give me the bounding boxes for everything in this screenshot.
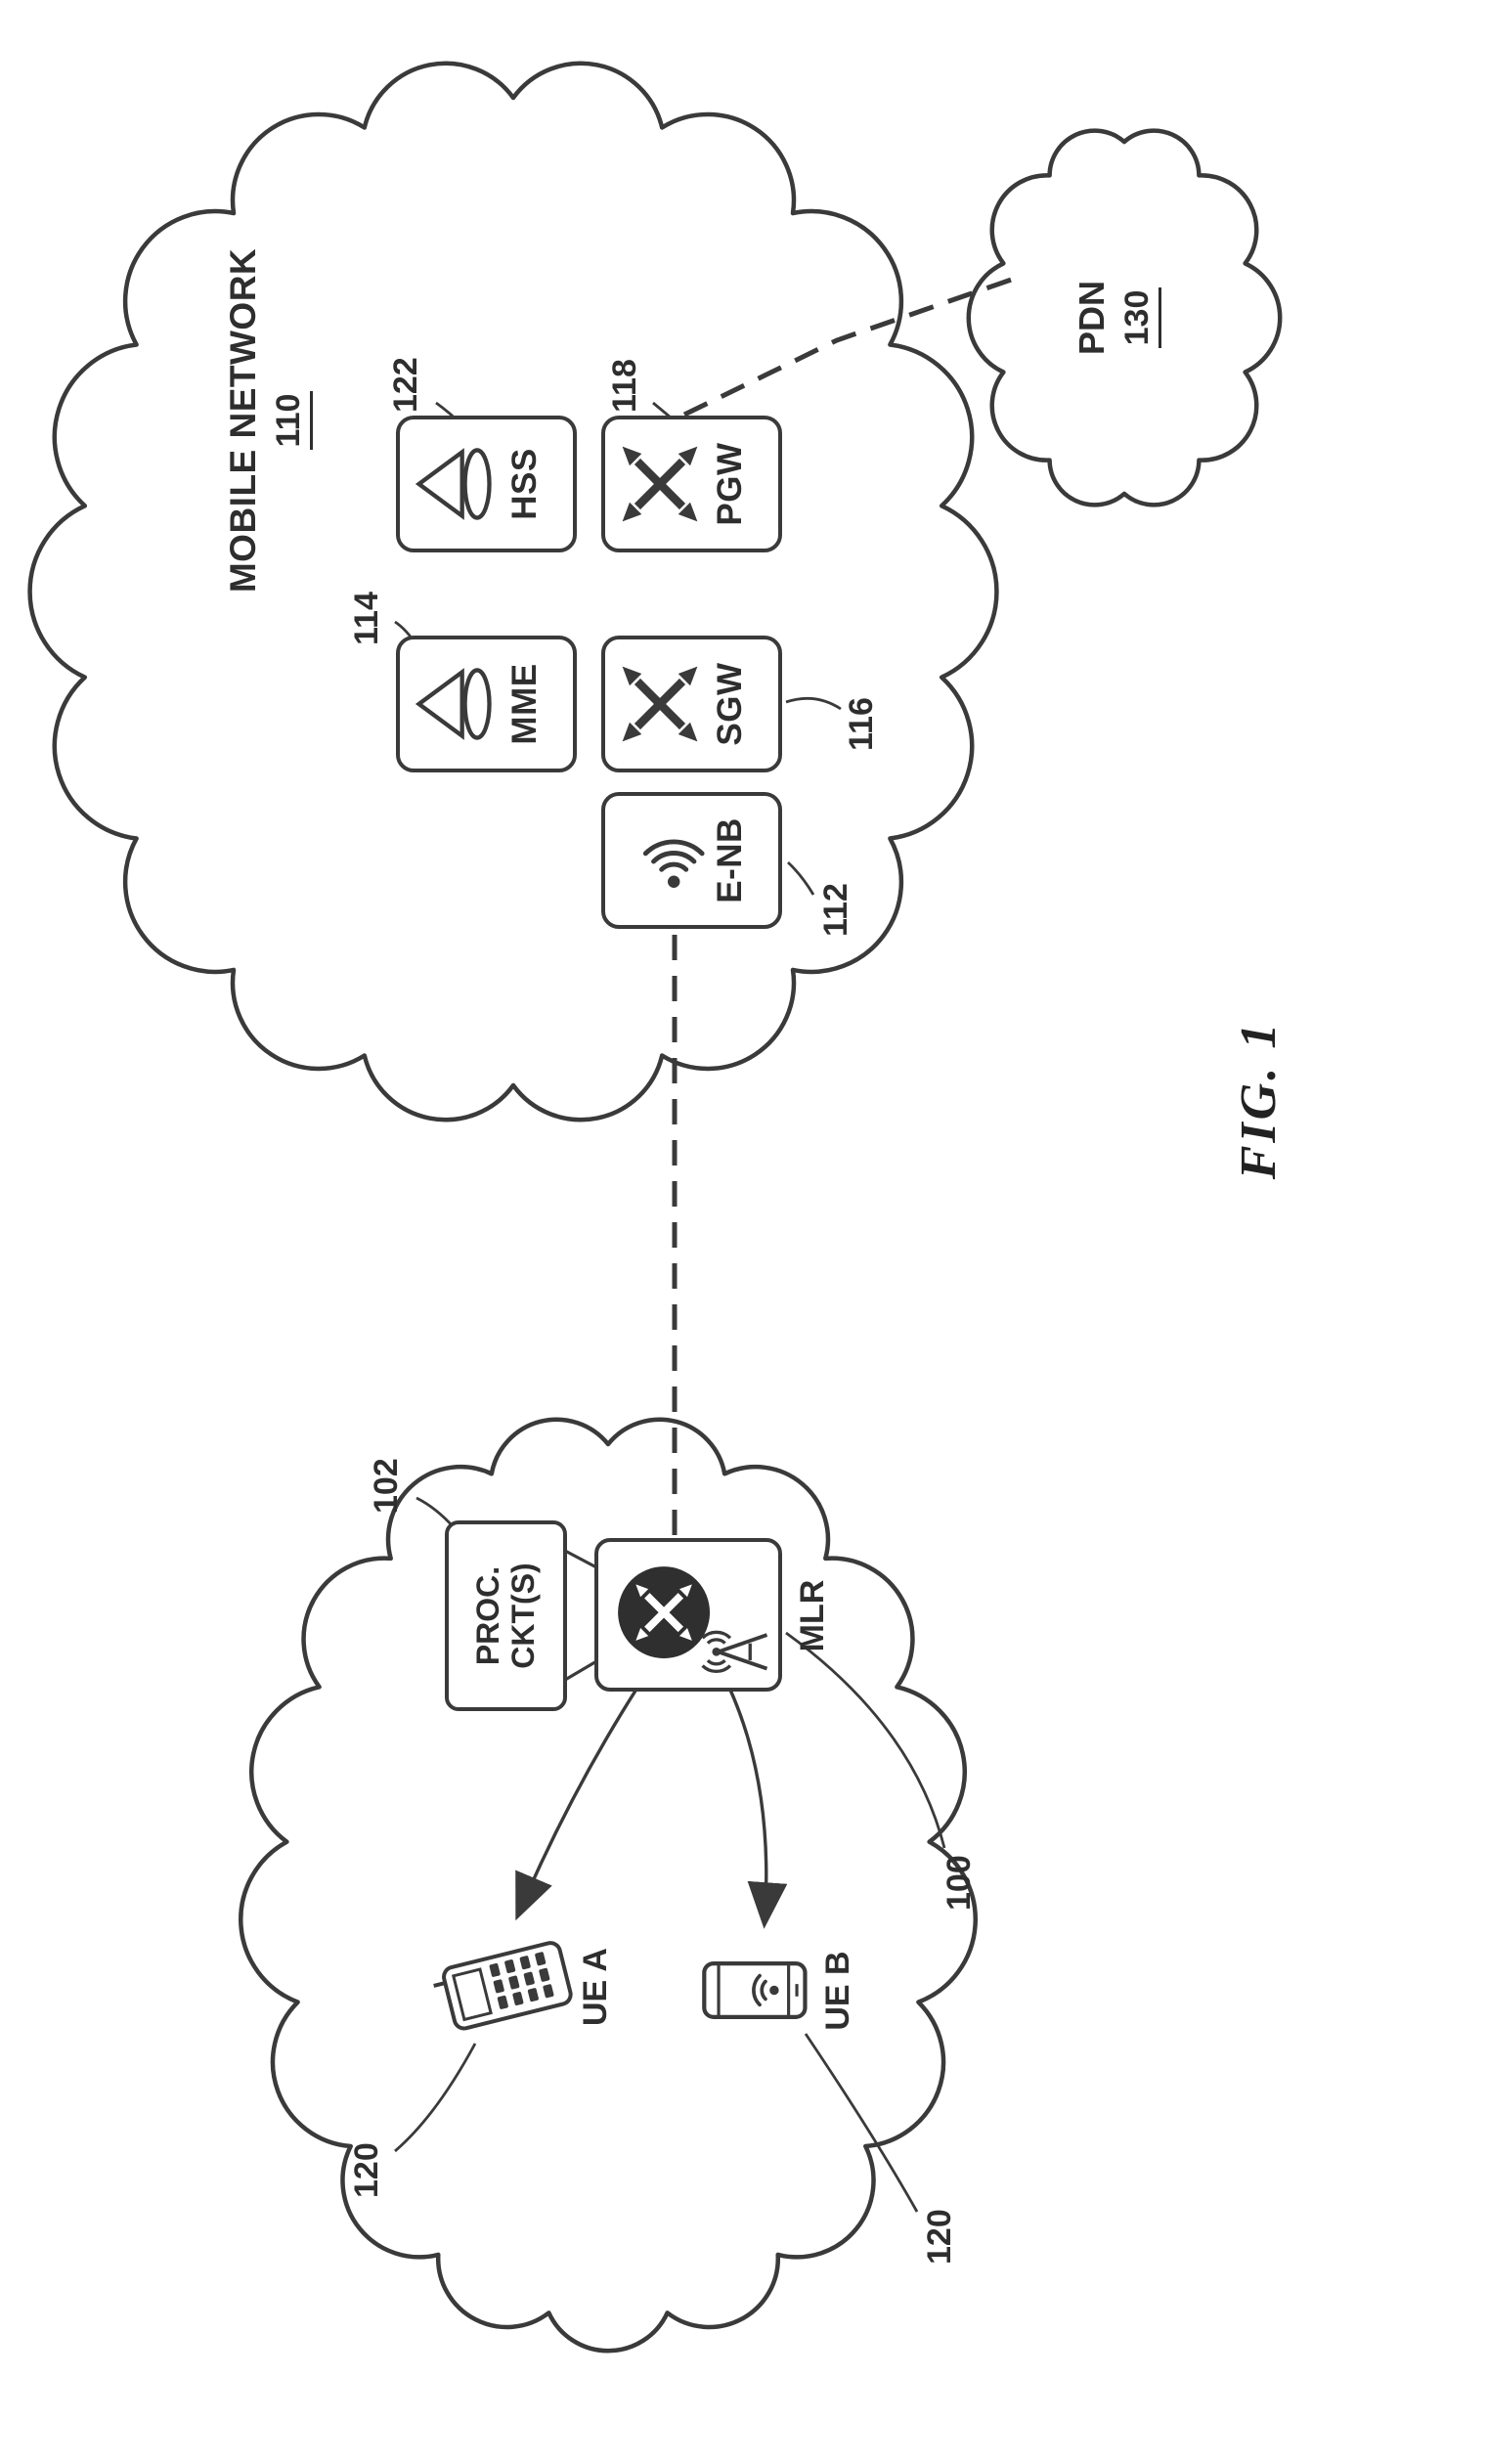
subscriber-server-icon xyxy=(415,448,492,520)
subscriber-server-icon xyxy=(415,668,492,740)
mme-label: MME xyxy=(505,663,544,745)
ref-122: 122 xyxy=(387,357,424,413)
ref-102: 102 xyxy=(368,1458,405,1514)
serving-gateway-switch-icon xyxy=(622,666,698,742)
smartphone-icon xyxy=(702,1961,808,2019)
ue-a-label: UE A xyxy=(577,1948,614,2026)
antenna-icon xyxy=(701,1630,768,1673)
enb-node: E-NB xyxy=(601,792,782,929)
ref-112: 112 xyxy=(817,883,854,937)
mobile-network-ref: 110 xyxy=(270,215,313,626)
mlr-label: MLR xyxy=(794,1579,831,1652)
figure-caption: FIG. 1 xyxy=(1231,1020,1287,1180)
mobile-network-title: MOBILE NETWORK xyxy=(223,247,263,594)
ue-b-label: UE B xyxy=(819,1951,856,2031)
pdn-cloud xyxy=(966,128,1283,507)
mlr-node xyxy=(594,1538,782,1692)
leader-100 xyxy=(785,1631,946,1849)
leader-120b xyxy=(804,2033,919,2213)
ue-b-device xyxy=(700,1942,813,2040)
feature-phone-icon xyxy=(433,1941,573,2031)
sgw-label: SGW xyxy=(711,662,749,746)
proc-mlr-connector-left xyxy=(564,1658,599,1682)
ref-130: 130 xyxy=(1118,286,1161,349)
ref-114: 114 xyxy=(348,592,385,645)
pdn-label: PDN xyxy=(1072,281,1112,356)
proc-label-line1: PROC. xyxy=(469,1565,505,1666)
ref-120-ueb: 120 xyxy=(921,2209,958,2265)
mlr-to-uea-arrow xyxy=(515,1687,639,1921)
pgw-pdn-dashed-link xyxy=(682,275,1018,418)
mme-node: MME xyxy=(396,636,577,772)
ref-116: 116 xyxy=(843,697,880,751)
pdn-ref: 130 xyxy=(1118,220,1161,416)
hss-label: HSS xyxy=(505,448,544,520)
leader-120a xyxy=(394,2043,477,2153)
mobile-network-cloud xyxy=(27,61,999,1122)
local-network-cloud xyxy=(239,1417,978,2354)
packet-gateway-switch-icon xyxy=(622,446,698,522)
crossbar-switch-icon xyxy=(618,1566,768,1673)
proc-mlr-connector-right xyxy=(564,1549,599,1570)
hss-node: HSS xyxy=(396,416,577,552)
leader-116 xyxy=(785,696,842,711)
processing-circuits-box: PROC. CKT(S) xyxy=(445,1520,567,1711)
ue-a-device xyxy=(422,1914,584,2060)
pgw-node: PGW xyxy=(601,416,782,552)
enb-label: E-NB xyxy=(711,817,749,903)
ref-120-uea: 120 xyxy=(348,2142,385,2198)
sgw-node: SGW xyxy=(601,636,782,772)
leader-112 xyxy=(787,860,815,896)
proc-label-line2: CKT(S) xyxy=(504,1562,541,1669)
ref-118: 118 xyxy=(606,359,643,413)
pgw-label: PGW xyxy=(711,442,749,526)
ref-100: 100 xyxy=(940,1855,978,1911)
mlr-to-ueb-arrow xyxy=(727,1687,788,1929)
radio-base-station-icon xyxy=(642,839,705,888)
ref-110: 110 xyxy=(270,390,313,451)
